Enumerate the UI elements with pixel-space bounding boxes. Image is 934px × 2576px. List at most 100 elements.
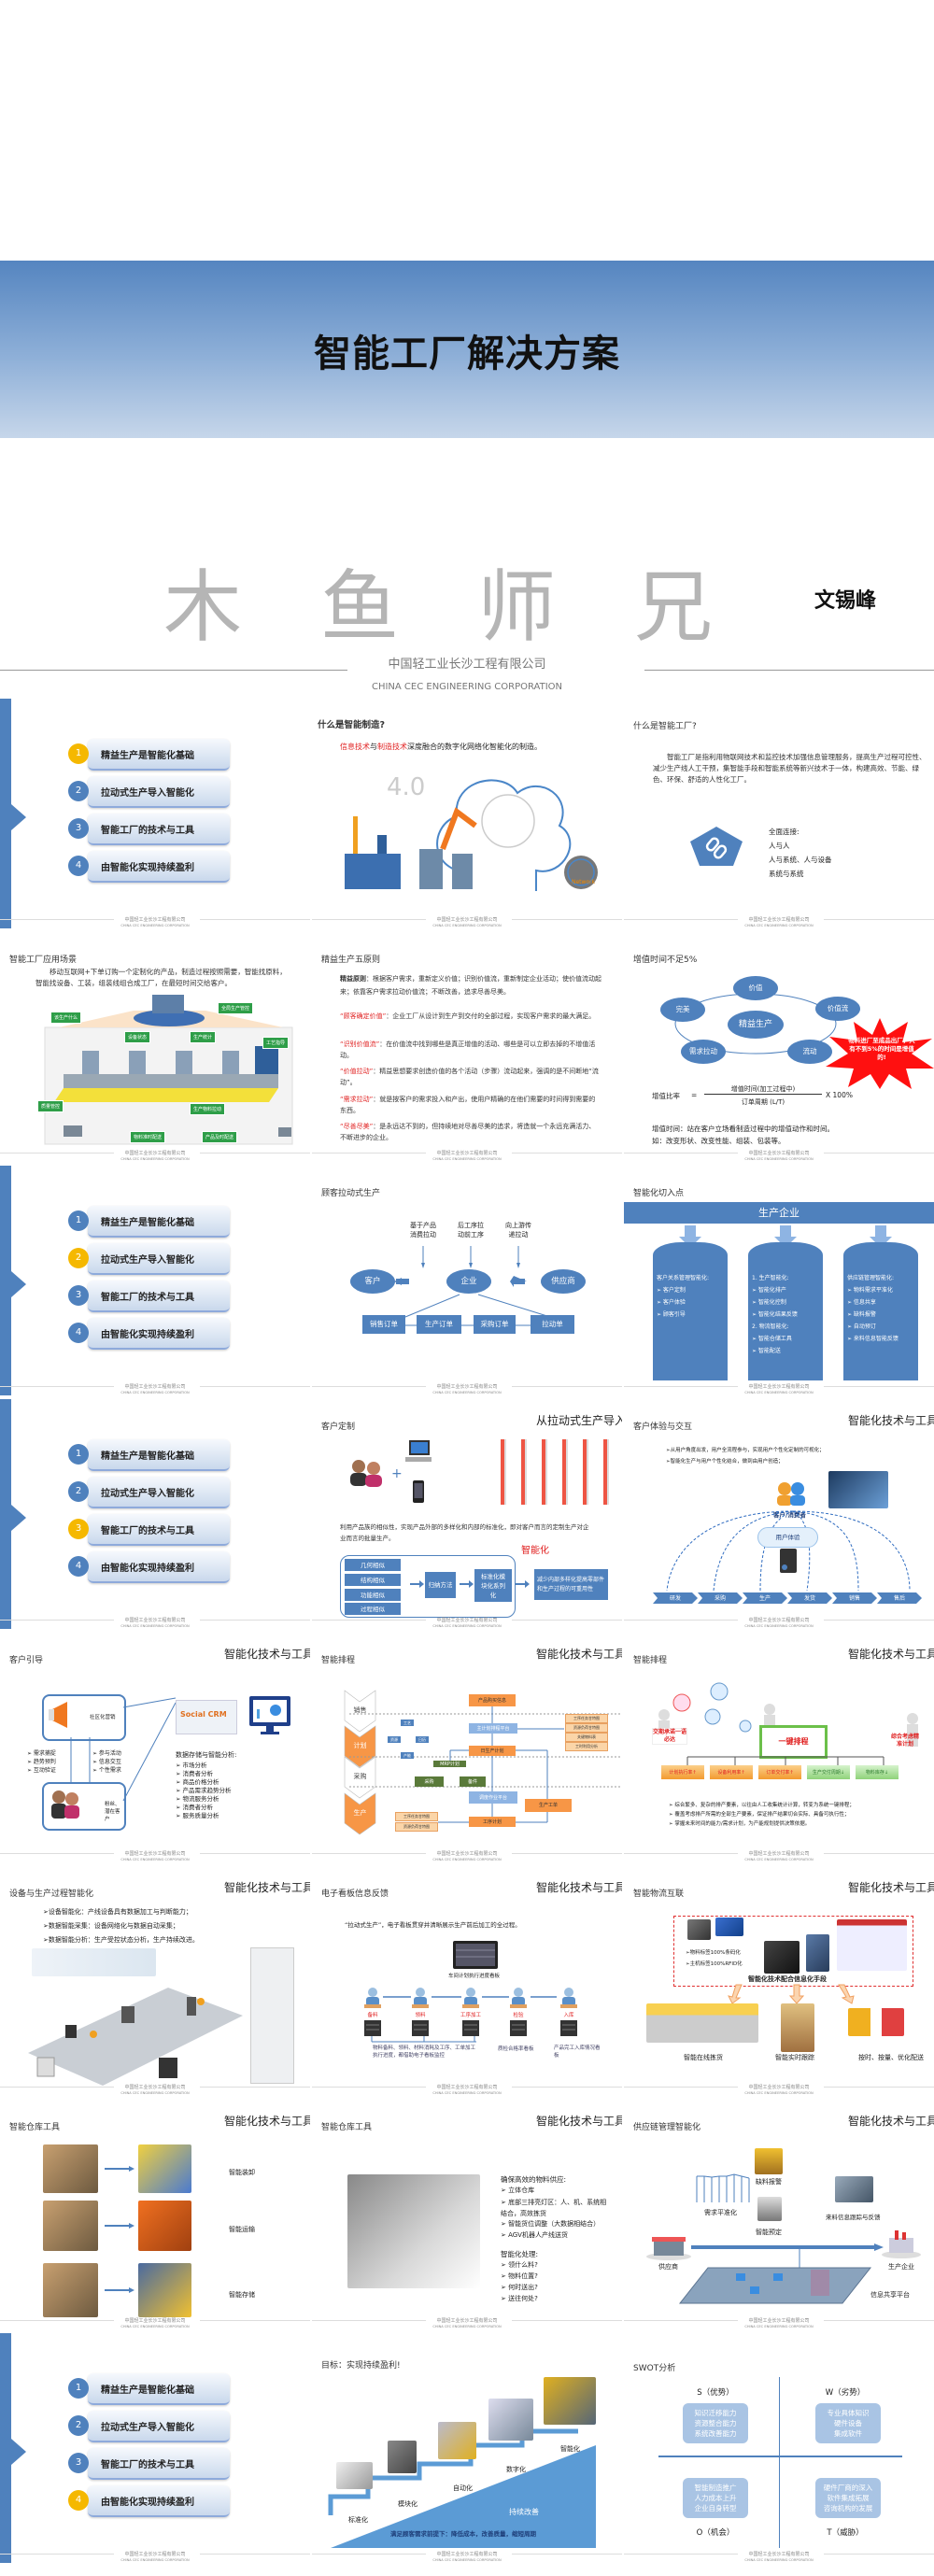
input-tag: 产能 [401,1752,414,1759]
footer-divider [824,2554,934,2555]
caption-bracket [371,2036,476,2043]
value-note: 如：改变形状、改变性能、组装、包装等。 [652,1137,785,1145]
warehouse-capability: 智能装卸 [229,2169,255,2176]
agenda-item[interactable]: 智能工厂的技术与工具 [88,1281,230,1312]
scenario-label: 产品及时配送 [202,1131,238,1143]
slide-kanban: 电子看板信息反馈智能化技术与工具“拉动式生产”，电子看板贯穿并清晰展示生产前后加… [312,1866,622,2096]
promise-label: 交期承诺一语必达 [652,1728,687,1745]
slide-title: 客户引导 [9,1656,44,1665]
swot-item: 软件集成拓展 [827,2494,870,2502]
agenda-item-label: 精益生产是智能化基础 [101,1451,194,1462]
similarity-box: 过程相似 [345,1603,401,1615]
footer-company-en: CHINA CEC ENGINEERING CORPORATION [120,2558,190,2562]
section-arrow-bar [0,1399,26,1629]
slide-supply-chain: 供应链管理智能化智能化技术与工具需求平准化缺料报警智能预定来料信息跟踪与反馈供应… [624,2100,934,2329]
alarm-label: 缺料报警 [756,2178,782,2186]
lean-cycle-node: 价值流 [815,997,860,1021]
process-item: ➢ 送往何处? [501,2295,538,2302]
down-arrows [728,1984,855,2004]
agenda-item[interactable]: 由智能化实现持续盈利 [88,1551,230,1583]
similarity-box: 结构相似 [345,1574,401,1586]
pull-label: 基于产品消费拉动 [410,1222,436,1238]
footer-company-en: CHINA CEC ENGINEERING CORPORATION [432,924,502,927]
stage-chevron [877,1592,922,1604]
agenda-item[interactable]: 智能工厂的技术与工具 [88,1514,230,1546]
entry-item: 供应链管理智能化: [847,1275,895,1281]
agenda-number: 1 [68,2378,89,2399]
footer-company-cn: 中国轻工业长沙工程有限公司 [436,1384,498,1390]
industry-4-illustration [345,779,598,891]
lean-cycle-node: 价值 [733,976,778,1000]
agenda-item[interactable]: 由智能化实现持续盈利 [88,1318,230,1350]
agenda-item[interactable]: 由智能化实现持续盈利 [88,851,230,883]
slide-logistics: 智能物流互联智能化技术与工具➢物料标签100%条码化➢主机标签100%RFID化… [624,1866,934,2096]
swot-item: 人力成本上升 [694,2494,737,2502]
slide-title: 精益生产五原则 [321,955,381,965]
agenda-item[interactable]: 智能工厂的技术与工具 [88,814,230,845]
worker-icon [560,1988,577,2008]
principle-term: “顾客确定价值” [340,1012,387,1020]
entry-item: ➢ 智能仓储工具 [752,1336,792,1342]
section-header: 智能化技术与工具 [848,1881,934,1894]
agenda-item[interactable]: 拉动式生产导入智能化 [88,2411,230,2442]
marketing-box [42,1694,126,1741]
phase-label: 采购 [353,1773,367,1780]
footer-company-en: CHINA CEC ENGINEERING CORPORATION [120,924,190,927]
agenda-item[interactable]: 拉动式生产导入智能化 [88,1243,230,1275]
order-box: 销售订单 [362,1315,405,1334]
footer-company-cn: 中国轻工业长沙工程有限公司 [748,1618,810,1623]
footer-divider [624,1853,738,1854]
warehouse-capability: 智能存储 [229,2291,255,2299]
entry-column: 客户关系管理智能化:➢ 客户定制➢ 客户体验➢ 顾客引导 [653,1242,728,1380]
swot-label: S（优势） [697,2388,734,2398]
slide-lean-principles: 精益生产五原则精益原则：根据客户需求，重新定义价值；识别价值流，重新制定企业活动… [312,932,622,1162]
down-arrow [421,1246,425,1268]
entry-item: ➢ 客户体验 [657,1299,686,1306]
section-arrow-bar [0,2333,26,2563]
agenda-item[interactable]: 拉动式生产导入智能化 [88,1477,230,1508]
step-monitor-icon [364,2020,381,2036]
footer-company-en: CHINA CEC ENGINEERING CORPORATION [432,2091,502,2095]
footer-divider [624,2554,738,2555]
swot-box: 知识迁移能力资源整合能力系统改善能力 [683,2403,748,2443]
booking-label: 智能预定 [756,2229,782,2236]
agenda-item-label: 精益生产是智能化基础 [101,1218,194,1228]
supply-item: ➢ AGV机器人产线送货 [501,2231,568,2239]
value-note: 增值时间：站在客户立场看制造过程中的增值动作和时间。 [652,1125,834,1133]
agenda-item-label: 智能工厂的技术与工具 [101,1526,194,1536]
agenda-item[interactable]: 精益生产是智能化基础 [88,1439,230,1471]
agenda-item[interactable]: 精益生产是智能化基础 [88,739,230,771]
truck-image [835,2176,873,2202]
agenda-item-label: 由智能化实现持续盈利 [101,2498,194,2508]
agenda-item[interactable]: 精益生产是智能化基础 [88,2373,230,2405]
footer-divider [312,2087,426,2088]
warehouse-capability: 智能运输 [229,2226,255,2233]
agenda-item-label: 拉动式生产导入智能化 [101,1255,194,1266]
footer-divider [512,2554,622,2555]
principle-term: “识别价值流” [340,1040,380,1048]
party-enterprise: 企业 [446,1269,491,1294]
footer-divider [512,2320,622,2321]
agenda-item-label: 由智能化实现持续盈利 [101,1564,194,1574]
megaphone-icon [49,1702,67,1728]
tracking-label: 来料信息跟踪与反馈 [826,2214,881,2221]
agenda-item-label: 精益生产是智能化基础 [101,751,194,761]
factory-floor-diagram [44,995,293,1145]
entry-item: ➢ 来料信息智能反馈 [847,1336,899,1342]
formula-label: 增值比率 [652,1092,680,1100]
footer-company-en: CHINA CEC ENGINEERING CORPORATION [432,2325,502,2328]
footer-company-en: CHINA CEC ENGINEERING CORPORATION [120,2325,190,2328]
agenda-item[interactable]: 拉动式生产导入智能化 [88,776,230,808]
agenda-item[interactable]: 智能工厂的技术与工具 [88,2448,230,2480]
swot-item: 硬件厂商的深入 [823,2484,873,2492]
stage-label: 销售 [848,1595,860,1602]
agenda-item[interactable]: 由智能化实现持续盈利 [88,2485,230,2517]
customer-icon [350,1460,382,1487]
agenda-item[interactable]: 精益生产是智能化基础 [88,1206,230,1238]
stage-chevron [787,1592,832,1604]
supplier-label: 供应商 [658,2263,678,2271]
order-box: 拉动单 [531,1315,574,1334]
continuous-improvement-label: 持续改善 [509,2508,539,2516]
worker-icon [510,1988,527,2008]
